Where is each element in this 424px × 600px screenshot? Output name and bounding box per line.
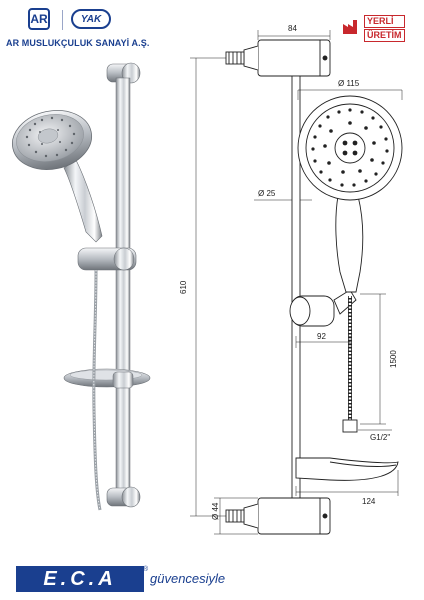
dim-hose-length: 1500 — [389, 350, 398, 368]
uretim-text: ÜRETİM — [364, 29, 405, 42]
dim-dish-width: 124 — [362, 497, 376, 506]
dimension-lines — [190, 30, 403, 535]
dim-holder-offset: 92 — [317, 332, 326, 341]
drawing-hose — [342, 296, 358, 433]
dim-bracket-width: 84 — [288, 24, 297, 33]
logo-divider — [62, 10, 63, 30]
hand-shower-handle — [63, 159, 103, 243]
shower-hose — [92, 269, 102, 511]
hand-shower-holder — [77, 247, 137, 271]
yerli-text: YERLİ — [364, 15, 405, 28]
drawing-nozzles — [311, 108, 389, 187]
technical-drawing — [225, 39, 403, 535]
drawing-handle — [335, 195, 364, 293]
dim-total-height: 610 — [179, 280, 188, 294]
drawing-soap-dish — [295, 457, 399, 481]
hand-shower-head — [12, 110, 92, 170]
drawing-top-bracket — [243, 39, 331, 77]
bottom-wall-anchor — [225, 509, 245, 523]
yak-logo-text: YAK — [80, 13, 102, 25]
slogan-text: güvencesiyle — [150, 571, 226, 586]
dim-bracket-diameter: Ø 44 — [211, 502, 220, 520]
company-name: AR MUSLUKÇULUK SANAYİ A.Ş. — [6, 38, 150, 48]
dim-head-diameter: Ø 115 — [338, 79, 360, 88]
bottom-bracket — [106, 486, 141, 508]
eca-logo — [16, 566, 144, 592]
ar-logo: AR — [28, 8, 50, 30]
top-wall-anchor — [225, 51, 245, 65]
soap-dish — [63, 368, 151, 389]
ar-logo-text: AR — [30, 12, 48, 26]
registered-mark: ® — [143, 566, 149, 573]
yak-logo: YAK — [71, 9, 111, 29]
factory-icon — [343, 20, 357, 34]
slide-rail — [115, 77, 131, 499]
drawing-bottom-bracket — [243, 497, 331, 535]
product-photo — [12, 62, 151, 511]
top-bracket — [106, 62, 141, 84]
eca-logo-text: E.C.A — [43, 568, 117, 590]
drawing-holder — [289, 289, 357, 327]
spray-nozzles — [25, 116, 76, 158]
dim-thread: G1/2" — [370, 433, 390, 442]
dim-bar-diameter: Ø 25 — [258, 189, 276, 198]
yerli-uretim-badge: YERLİ ÜRETİM — [342, 15, 416, 42]
